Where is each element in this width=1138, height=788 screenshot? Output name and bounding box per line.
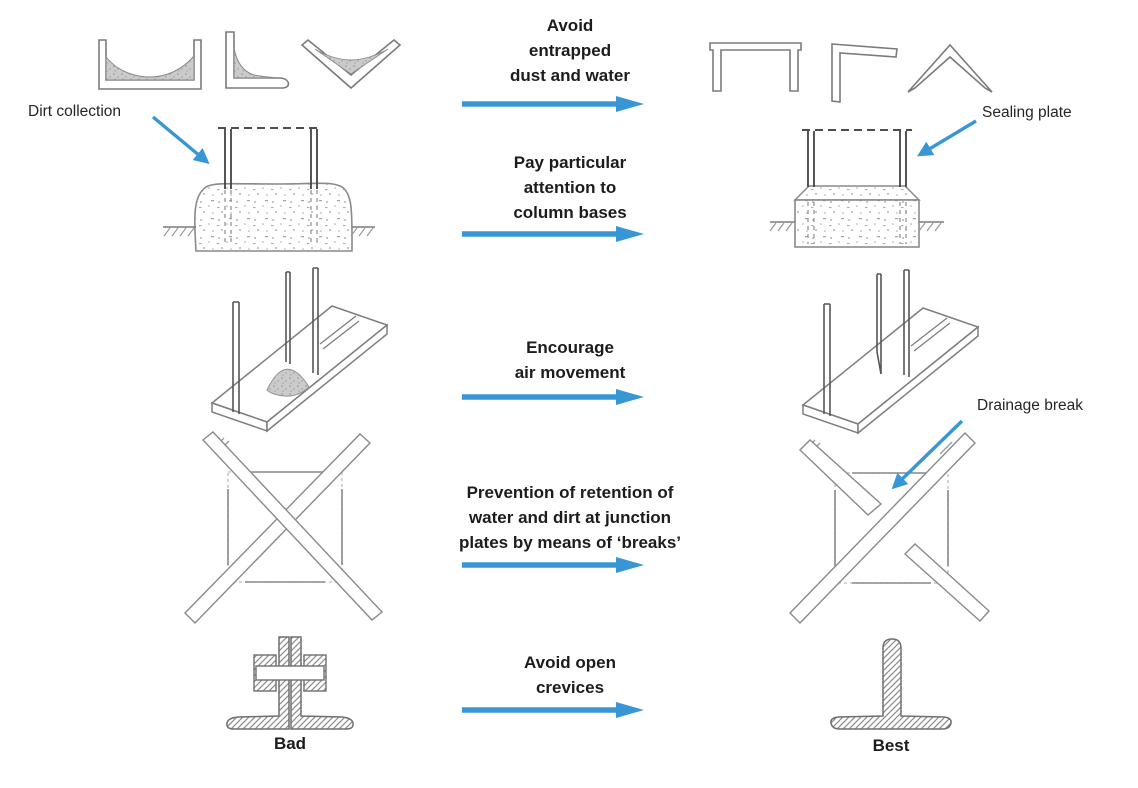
bad-bolted-crevice-figure [226,636,354,730]
sealing-plate-label: Sealing plate [982,104,1072,121]
advice-arrow-2 [462,226,644,242]
bad-gusset-plate-figure [184,431,384,624]
callout-arrows [151,115,977,490]
good-gusset-plate-figure [789,432,990,624]
bad-open-sections-figure [98,31,402,90]
advice-arrow-4 [462,557,644,573]
bad-column-base-figure [163,127,375,252]
bad-caption: Bad [273,734,307,753]
drainage-break-arrow [891,419,964,490]
dirt-collection-arrow [151,115,210,164]
advice-arrow-1 [462,96,644,112]
advice-air-movement: Encourage air movement [514,338,626,382]
advice-arrows [462,96,644,718]
advice-avoid-entrapped-dust: Avoid entrapped dust and water [510,16,630,85]
dirt-collection-label: Dirt collection [28,103,122,120]
good-weld-junction-figure [801,269,980,458]
advice-junction-plate-breaks: Prevention of retention of water and dir… [458,483,682,552]
drainage-break-label: Drainage break [977,397,1083,414]
good-closed-sections-figure [709,42,993,103]
bad-weld-junction-figure [210,267,389,456]
sealing-plate-arrow [916,119,977,157]
best-tee-section-figure [830,638,952,730]
advice-arrow-3 [462,389,644,405]
advice-avoid-open-crevices: Avoid open crevices [524,653,616,697]
advice-column-bases: Pay particular attention to column bases [513,153,627,222]
best-caption: Best [872,736,910,755]
good-column-base-figure [769,129,944,248]
advice-arrow-5 [462,702,644,718]
